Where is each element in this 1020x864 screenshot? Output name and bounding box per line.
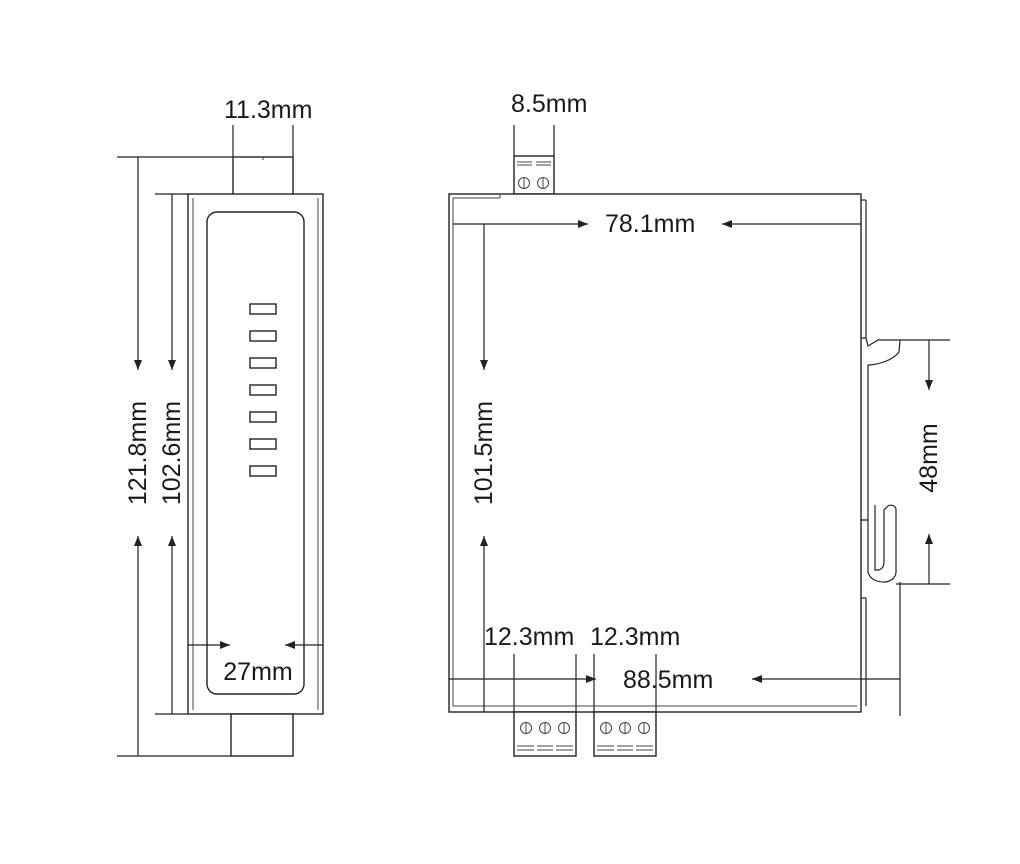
- side-view: 11.3mm 121.8mm 102.6mm 27mm: [117, 96, 324, 757]
- screw-icon: [619, 722, 631, 734]
- screw-icon: [558, 722, 570, 734]
- screw-icon: [518, 177, 530, 189]
- led-indicator: [249, 357, 277, 369]
- led-indicator: [249, 411, 277, 423]
- din-rail-clip: [861, 199, 901, 706]
- terminal-width-right-label: 12.3mm: [590, 623, 680, 651]
- side-bottom-connector: [230, 713, 294, 757]
- screw-icon: [600, 722, 612, 734]
- bottom-terminal-left: [513, 711, 577, 757]
- led-indicator: [249, 303, 277, 315]
- led-column: [249, 303, 277, 477]
- side-width-label: 27mm: [223, 658, 292, 686]
- side-body-height-label: 102.6mm: [158, 401, 186, 505]
- side-top-connector: [232, 156, 294, 196]
- led-indicator: [249, 384, 277, 396]
- screw-icon: [539, 722, 551, 734]
- led-indicator: [249, 465, 277, 477]
- rail-height-label: 48mm: [915, 423, 943, 492]
- screw-icon: [537, 177, 549, 189]
- led-indicator: [249, 330, 277, 342]
- terminal-width-left-label: 12.3mm: [484, 623, 574, 651]
- total-depth-label: 88.5mm: [623, 666, 713, 694]
- screw-icon: [520, 722, 532, 734]
- side-front-panel: [206, 211, 305, 695]
- front-housing: [448, 193, 862, 713]
- side-top-width-label: 11.3mm: [224, 96, 312, 124]
- front-view: 8.5mm 78.1mm 101.5mm 48mm 12.3mm 12.3mm …: [448, 90, 950, 757]
- side-total-height-label: 121.8mm: [124, 401, 152, 505]
- bottom-terminal-right: [593, 711, 657, 757]
- screw-icon: [638, 722, 650, 734]
- front-width-label: 78.1mm: [605, 210, 695, 238]
- front-top-terminal-width-label: 8.5mm: [511, 90, 587, 118]
- led-indicator: [249, 438, 277, 450]
- front-height-label: 101.5mm: [470, 401, 498, 505]
